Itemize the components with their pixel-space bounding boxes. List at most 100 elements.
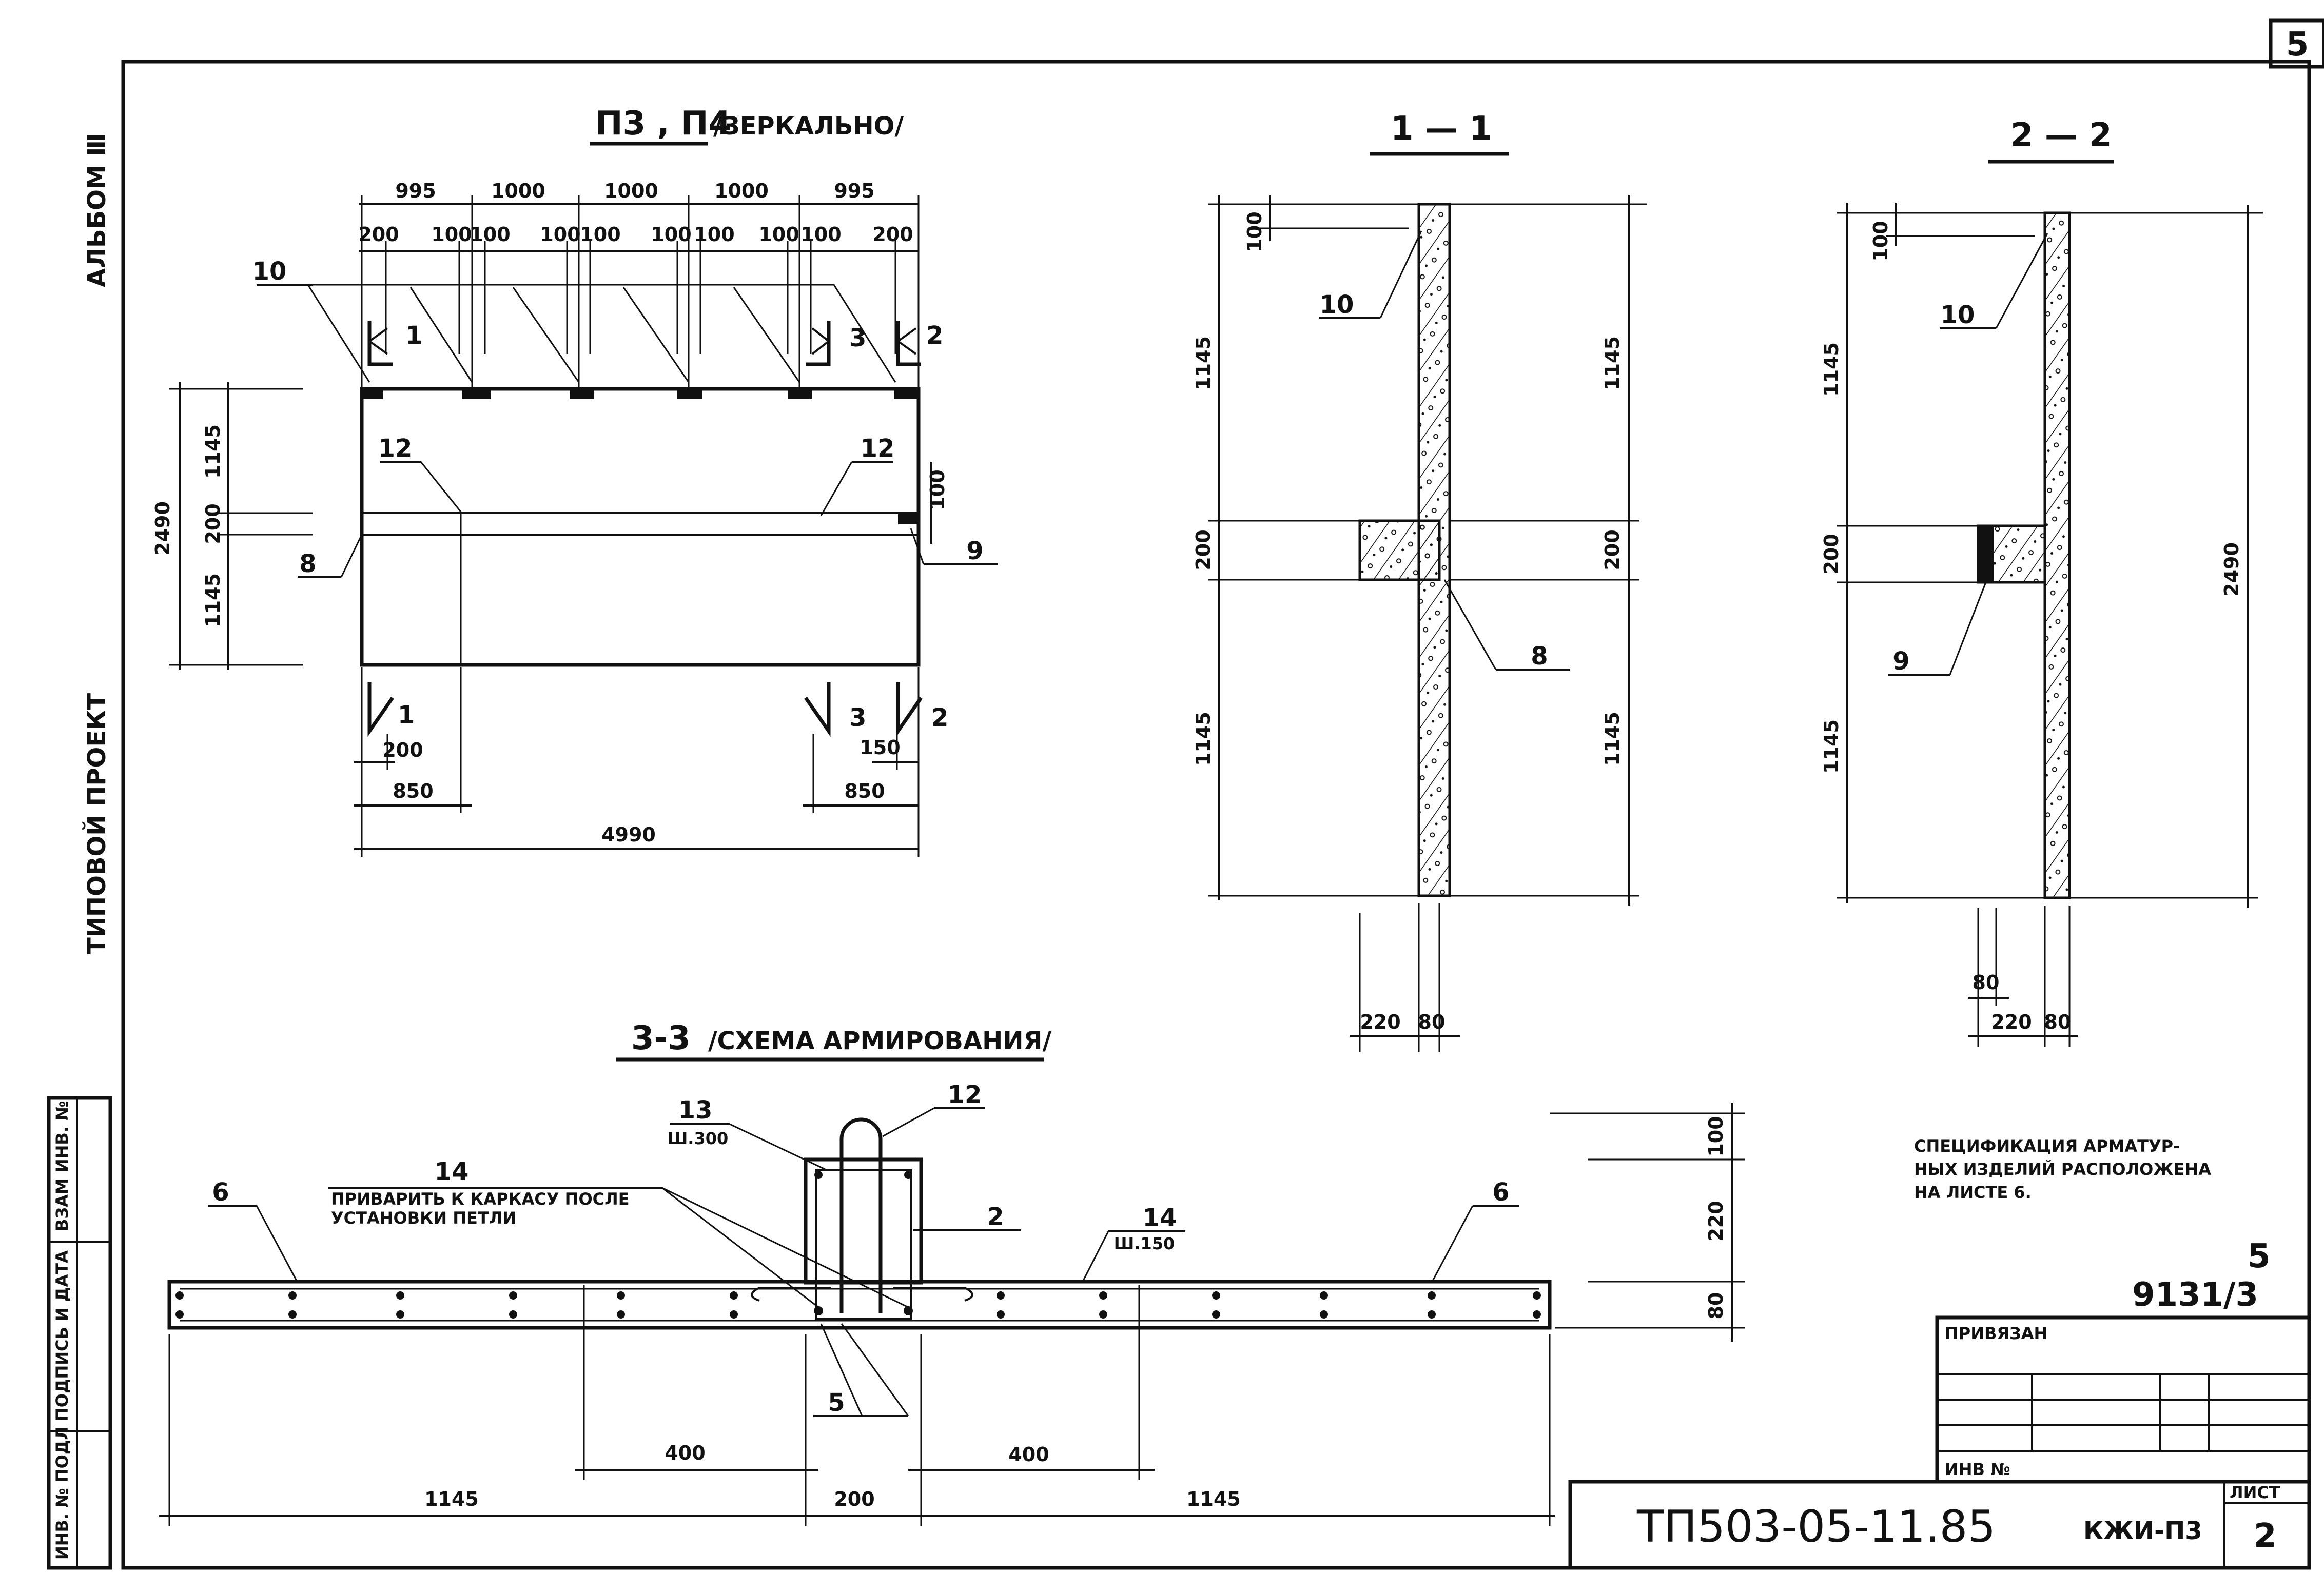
side-stamp: ВЗАМ ИНВ. № ПОДПИСЬ И ДАТА ИНВ. № ПОДЛ	[47, 1096, 112, 1570]
page-number: 5	[2286, 26, 2309, 64]
plan-subtitle: /ЗЕРКАЛЬНО/	[713, 112, 904, 141]
section-1-1-callout-10: 10	[1320, 290, 1354, 319]
section-2-2-bottom-dim-80-left: 80	[1973, 971, 2000, 994]
specification-note: СПЕЦИФИКАЦИЯ АРМАТУР- НЫХ ИЗДЕЛИЙ РАСПОЛ…	[1914, 1136, 2211, 1202]
section-1-1-left-dim-100: 100	[1243, 211, 1266, 252]
plan-sub-dim-9: 100	[800, 223, 841, 246]
section-2-2-left-dim-lower: 1145	[1820, 719, 1843, 774]
plan-callout-12-left: 12	[378, 434, 413, 463]
section-3-3-callout-6-left: 6	[212, 1178, 229, 1207]
title-project-code: ТП503-05-11.85	[1636, 1501, 1996, 1553]
section-3-3-note-14-line1: ПРИВАРИТЬ К КАРКАСУ ПОСЛЕ	[331, 1189, 630, 1209]
section-2-2-callout-9: 9	[1892, 647, 1909, 676]
plan-section-mark-1-top: 1	[405, 321, 422, 350]
title-sheet-label: ЛИСТ	[2230, 1483, 2280, 1502]
plan-sub-dim-4: 100	[540, 223, 580, 246]
plan-section-mark-2-bottom: 2	[931, 703, 948, 732]
section-3-3-rib	[804, 1157, 923, 1285]
plan-left-dim-total: 2490	[151, 501, 174, 556]
section-3-3-callout-14-right: 14	[1143, 1204, 1177, 1232]
section-3-3-bottom-dim-1145-right: 1145	[1186, 1488, 1241, 1510]
section-2-2-left-dim-upper: 1145	[1820, 342, 1843, 397]
plan-sub-dim-5: 100	[580, 223, 620, 246]
stamp-label-orig-inv: ИНВ. № ПОДЛ	[52, 1426, 72, 1560]
plan-view: П3 , П4 /ЗЕРКАЛЬНО/	[151, 105, 998, 857]
spec-note-line2: НЫХ ИЗДЕЛИЙ РАСПОЛОЖЕНА	[1914, 1160, 2211, 1179]
section-1-1-right-dim-lower: 1145	[1601, 712, 1624, 766]
plan-callout-9: 9	[966, 537, 983, 565]
section-1-1-bottom-dim-80: 80	[1418, 1011, 1446, 1033]
plan-callout-12-right: 12	[861, 434, 895, 463]
project-type-label: ТИПОВОЙ ПРОЕКТ	[82, 693, 111, 954]
section-3-3-bottom-dim-400-right: 400	[1008, 1443, 1049, 1466]
left-margin: АЛЬБОМ Ⅲ ТИПОВОЙ ПРОЕКТ	[82, 133, 111, 954]
section-1-1-right-dim-mid: 200	[1601, 529, 1624, 570]
section-1-1: 1 — 1 100 1145 200 1145 1145 200 1145	[1192, 110, 1647, 1052]
plan-bottom-dim-850-left: 850	[393, 780, 433, 802]
section-3-3-lifting-loop	[839, 1117, 883, 1313]
stamp-label-replace-inv: ВЗАМ ИНВ. №	[52, 1101, 72, 1231]
plan-top-dim-4: 1000	[714, 180, 769, 202]
plan-top-dim-3: 1000	[604, 180, 658, 202]
section-2-2-title: 2 — 2	[2010, 116, 2112, 154]
section-3-3-callout-6-right: 6	[1492, 1178, 1509, 1207]
section-2-2-bottom-dim-220: 220	[1991, 1011, 2032, 1033]
plan-right-dim: 100	[926, 469, 949, 510]
plan-sub-dim-3: 100	[470, 223, 510, 246]
plan-title: П3 , П4	[595, 105, 731, 143]
section-1-1-title: 1 — 1	[1391, 110, 1492, 148]
section-3-3-bottom-dim-400-left: 400	[665, 1442, 705, 1464]
spec-note-line1: СПЕЦИФИКАЦИЯ АРМАТУР-	[1914, 1136, 2180, 1156]
section-3-3-rebar-dots	[175, 1171, 1541, 1319]
plan-section-mark-3-top: 3	[849, 324, 866, 352]
section-3-3-callout-5: 5	[828, 1388, 845, 1417]
plan-section-mark-1-bottom: 1	[398, 701, 415, 730]
title-drawing-code: КЖИ-П3	[2083, 1517, 2202, 1545]
plan-sub-dim-1: 200	[358, 223, 399, 246]
section-2-2: 2 — 2 100 1145 200 1145 2490 80 220	[1820, 116, 2263, 1047]
title-bindings-label: ПРИВЯЗАН	[1945, 1324, 2047, 1343]
title-inv-label: ИНВ №	[1945, 1460, 2010, 1479]
section-3-3-right-dim-80: 80	[1705, 1292, 1727, 1320]
section-3-3-callout-2: 2	[987, 1203, 1004, 1231]
plan-bottom-dim-150: 150	[860, 736, 900, 759]
section-2-2-callout-10: 10	[1941, 301, 1975, 329]
title-doc-number: 9131/3	[2132, 1276, 2258, 1314]
plan-bottom-dim-total: 4990	[601, 823, 656, 846]
album-label: АЛЬБОМ Ⅲ	[83, 133, 111, 287]
plan-left-dim-lower: 1145	[202, 573, 224, 627]
section-2-2-left-dim-100: 100	[1869, 221, 1892, 261]
section-3-3-bottom-dim-200: 200	[834, 1488, 874, 1510]
section-3-3-callout-13-spacing: Ш.300	[668, 1129, 728, 1148]
section-1-1-right-dim-upper: 1145	[1601, 336, 1624, 390]
plan-top-dim-1: 995	[395, 180, 436, 202]
plan-left-dim-upper: 1145	[202, 424, 224, 479]
plan-bottom-dim-200: 200	[382, 739, 423, 761]
plan-sub-dim-2: 100	[431, 223, 472, 246]
plan-sub-dim-10: 200	[872, 223, 913, 246]
section-3-3-note-14-line2: УСТАНОВКИ ПЕТЛИ	[331, 1208, 516, 1228]
plan-sub-dim-8: 100	[758, 223, 799, 246]
plan-section-mark-3-bottom: 3	[849, 703, 866, 732]
section-3-3-title: 3-3	[631, 1019, 691, 1057]
section-2-2-wall	[2043, 211, 2071, 899]
section-1-1-bottom-dim-220: 220	[1360, 1011, 1400, 1033]
section-2-2-right-dim-total: 2490	[2220, 542, 2243, 597]
section-3-3-callout-14-left: 14	[435, 1157, 469, 1186]
section-2-2-bottom-dim-80-right: 80	[2044, 1011, 2072, 1033]
section-1-1-left-dim-upper: 1145	[1192, 336, 1215, 390]
title-sheet-mark: 5	[2248, 1237, 2271, 1275]
section-3-3-bottom-dim-1145-left: 1145	[424, 1488, 479, 1510]
stamp-label-signature-date: ПОДПИСЬ И ДАТА	[52, 1250, 72, 1421]
section-3-3-callout-14-spacing: Ш.150	[1114, 1234, 1175, 1253]
section-3-3-subtitle: /СХЕМА АРМИРОВАНИЯ/	[708, 1027, 1051, 1055]
plan-slab-outline	[360, 387, 921, 667]
title-block: 5 9131/3 ПРИВЯЗАН ИНВ № ТП503-05-11.85 К…	[1568, 1237, 2311, 1570]
section-1-1-left-dim-mid: 200	[1192, 529, 1215, 570]
embedded-plates	[362, 388, 919, 524]
plan-callout-10: 10	[252, 257, 287, 286]
section-3-3-right-dim-220: 220	[1705, 1201, 1727, 1241]
plan-callout-8: 8	[299, 549, 316, 578]
section-1-1-callout-8: 8	[1531, 642, 1548, 671]
